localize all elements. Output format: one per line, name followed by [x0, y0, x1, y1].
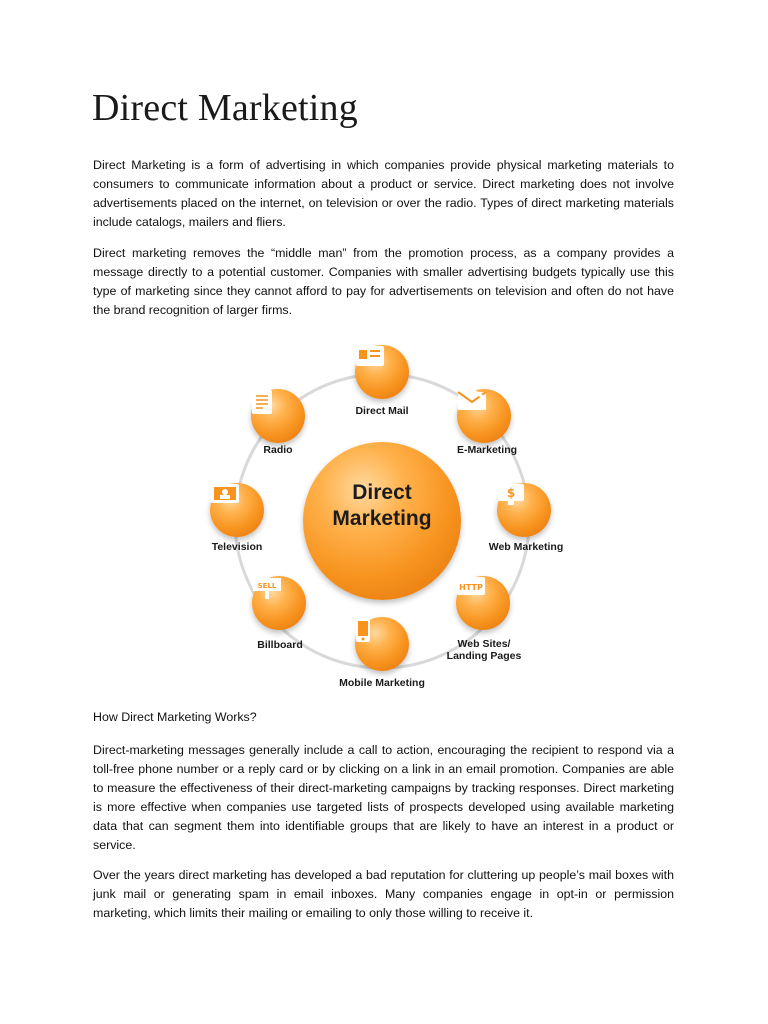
web-sites-node: HTTP [456, 576, 510, 630]
center-hub: Direct Marketing [303, 442, 461, 600]
e-marketing-label: E-Marketing [456, 444, 518, 456]
radio-icon [251, 389, 305, 443]
envelope-icon [457, 389, 511, 443]
browser-icon: HTTP [456, 576, 510, 630]
web-sites-label: Web Sites/ Landing Pages [446, 638, 522, 662]
tv-icon [210, 483, 264, 537]
direct-mail-label: Direct Mail [355, 405, 409, 417]
center-label: Direct Marketing [332, 481, 432, 530]
monitor-dollar-icon: $ [497, 483, 551, 537]
web-marketing-label: Web Marketing [488, 541, 564, 553]
document-title: Direct Marketing [92, 87, 358, 129]
how-it-works-paragraph: Direct-marketing messages generally incl… [93, 743, 674, 852]
television-node [210, 483, 264, 537]
radio-node [251, 389, 305, 443]
radio-label: Radio [263, 444, 293, 456]
direct-marketing-diagram: Direct Marketing Direct Mail E-Marketing… [195, 340, 585, 695]
svg-text:$: $ [507, 486, 515, 500]
direct-mail-node [355, 345, 409, 399]
mail-icon [355, 345, 409, 399]
billboard-node: SELL [252, 576, 306, 630]
web-marketing-node: $ [497, 483, 551, 537]
reputation-paragraph: Over the years direct marketing has deve… [93, 868, 674, 920]
billboard-icon: SELL [252, 576, 306, 630]
television-label: Television [211, 541, 263, 553]
phone-icon [355, 617, 409, 671]
svg-text:SELL: SELL [258, 582, 277, 590]
middle-man-paragraph: Direct marketing removes the “middle man… [93, 246, 674, 317]
mobile-node [355, 617, 409, 671]
billboard-label: Billboard [257, 639, 303, 651]
mobile-label: Mobile Marketing [339, 677, 425, 689]
e-marketing-node [457, 389, 511, 443]
intro-paragraph: Direct Marketing is a form of advertisin… [93, 158, 674, 229]
section-heading: How Direct Marketing Works? [93, 710, 257, 724]
svg-text:HTTP: HTTP [459, 583, 483, 592]
